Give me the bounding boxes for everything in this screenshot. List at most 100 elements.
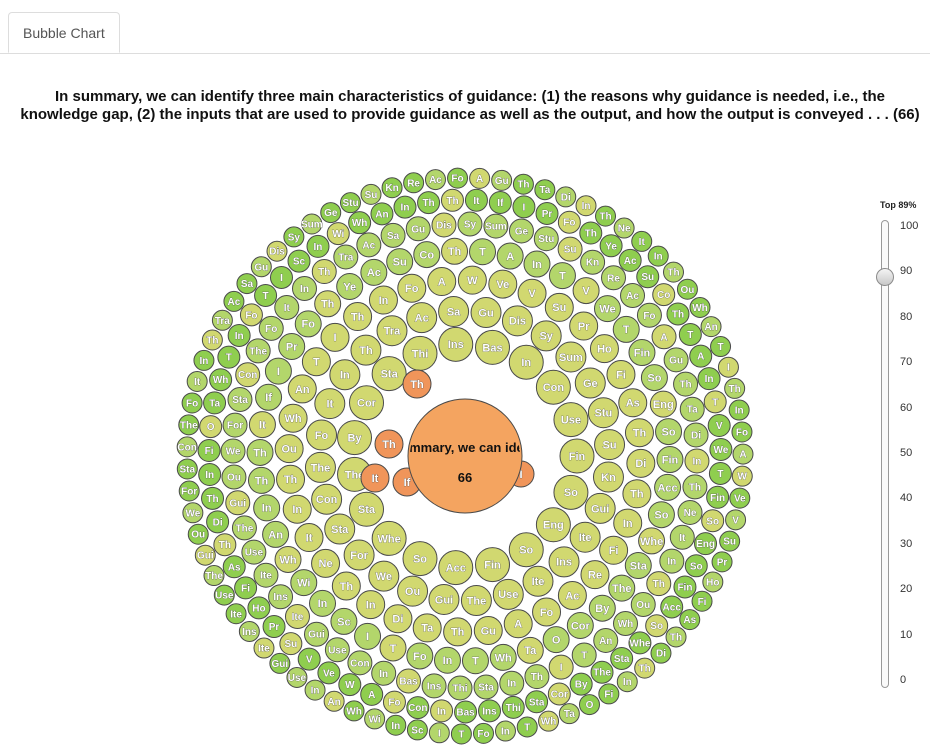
bubble[interactable]: Co [413, 241, 441, 269]
bubble[interactable]: An [262, 520, 290, 548]
bubble[interactable]: T [678, 323, 702, 347]
bubble[interactable]: If [255, 383, 283, 411]
bubble[interactable]: Fin [656, 446, 684, 474]
bubble[interactable]: O [199, 415, 223, 439]
bubble[interactable]: Fo [258, 315, 284, 341]
bubble[interactable]: Ta [679, 396, 705, 422]
bubble[interactable]: So [647, 501, 675, 529]
bubble[interactable]: Di [650, 642, 672, 664]
bubble[interactable]: Th [682, 474, 708, 500]
bubble[interactable]: In [198, 463, 222, 487]
bubble[interactable]: We [368, 560, 400, 592]
bubble[interactable]: Gui [428, 583, 460, 615]
bubble[interactable]: A [689, 344, 713, 368]
bubble[interactable]: Th [343, 302, 373, 332]
bubble[interactable]: Eng [535, 507, 571, 543]
bubble[interactable]: Tra [211, 309, 233, 331]
bubble[interactable]: Th [443, 617, 473, 647]
bubble[interactable]: By [588, 594, 616, 622]
bubble[interactable]: Wi [290, 569, 318, 597]
bubble[interactable]: Wh [689, 296, 711, 318]
bubble[interactable]: Wh [209, 368, 233, 392]
bubble[interactable]: Fi [234, 576, 258, 600]
bubble[interactable]: I [320, 322, 350, 352]
bubble[interactable]: Sta [371, 356, 407, 392]
bubble[interactable]: A [469, 167, 491, 189]
bubble[interactable]: Acc [654, 473, 682, 501]
bubble[interactable]: Gui [269, 652, 291, 674]
bubble[interactable]: So [655, 418, 683, 446]
bubble[interactable]: So [645, 614, 669, 638]
bubble[interactable]: Ho [589, 334, 619, 364]
bubble[interactable]: Sta [176, 458, 198, 480]
bubble[interactable]: Wh [538, 710, 560, 732]
bubble[interactable]: Thi [402, 335, 438, 371]
bubble[interactable]: Fo [731, 421, 753, 443]
bubble[interactable]: We [709, 437, 733, 461]
bubble[interactable]: For [222, 412, 248, 438]
bubble[interactable]: Sc [330, 607, 358, 635]
bubble[interactable]: In [433, 646, 461, 674]
bubble-highlight[interactable]: It [360, 463, 390, 493]
bubble[interactable]: We [593, 295, 621, 323]
bubble[interactable]: Cor [348, 385, 384, 421]
bubble[interactable]: V [725, 509, 747, 531]
bubble[interactable]: Sum [555, 341, 587, 373]
bubble[interactable]: Gu [663, 347, 689, 373]
tab-bubble-chart[interactable]: Bubble Chart [8, 12, 120, 53]
bubble[interactable]: Use [241, 539, 267, 565]
bubble[interactable]: Pr [535, 201, 559, 225]
bubble[interactable]: Th [662, 261, 684, 283]
bubble[interactable]: Th [666, 302, 690, 326]
bubble[interactable]: Fi [691, 590, 713, 612]
bubble[interactable]: Sa [236, 273, 258, 295]
bubble[interactable]: We [220, 438, 246, 464]
bubble[interactable]: The [231, 515, 257, 541]
bubble[interactable]: Fo [532, 597, 562, 627]
bubble[interactable]: Gui [225, 490, 251, 516]
bubble[interactable]: Ne [311, 548, 341, 578]
bubble[interactable]: An [593, 627, 619, 653]
bubble[interactable]: Ac [618, 248, 642, 272]
bubble-highlight[interactable]: Th [374, 429, 404, 459]
bubble[interactable]: Con [311, 483, 343, 515]
bubble[interactable]: Th [201, 329, 223, 351]
bubble[interactable]: Wh [489, 643, 517, 671]
bubble[interactable]: Sta [525, 690, 549, 714]
bubble[interactable]: It [314, 388, 346, 420]
bubble[interactable]: Ta [412, 613, 442, 643]
bubble[interactable]: Th [213, 533, 237, 557]
bubble[interactable]: Th [512, 173, 534, 195]
bubble[interactable]: Con [406, 696, 430, 720]
bubble[interactable]: T [469, 238, 497, 266]
bubble[interactable]: Di [206, 510, 230, 534]
bubble[interactable]: Whe [638, 527, 666, 555]
bubble[interactable]: Ta [534, 179, 556, 201]
bubble[interactable]: The [590, 660, 614, 684]
bubble[interactable]: Gui [304, 621, 330, 647]
bubble[interactable]: I [354, 622, 382, 650]
bubble[interactable]: Th [417, 191, 441, 215]
bubble[interactable]: Fi [606, 359, 636, 389]
bubble[interactable]: Su [544, 292, 574, 322]
bubble[interactable]: In [616, 671, 638, 693]
bubble[interactable]: It [248, 411, 276, 439]
bubble[interactable]: Ve [317, 661, 341, 685]
bubble[interactable]: It [274, 295, 300, 321]
bubble[interactable]: In [393, 195, 417, 219]
bubble[interactable]: In [523, 250, 551, 278]
bubble[interactable]: Su [636, 265, 660, 289]
bubble[interactable]: Ve [729, 487, 751, 509]
bubble[interactable]: So [508, 532, 544, 568]
bubble[interactable]: Wh [613, 611, 639, 637]
bubble[interactable]: Cor [547, 682, 571, 706]
bubble[interactable]: Use [324, 637, 350, 663]
bubble[interactable]: Whe [371, 520, 407, 556]
bubble[interactable]: Acc [438, 550, 474, 586]
bubble[interactable]: Gu [250, 256, 272, 278]
bubble[interactable]: Eng [694, 532, 718, 556]
bubble[interactable]: In [499, 670, 525, 696]
bubble[interactable]: By [569, 672, 593, 696]
bubble[interactable]: In [575, 195, 597, 217]
bubble[interactable]: Gui [584, 492, 616, 524]
